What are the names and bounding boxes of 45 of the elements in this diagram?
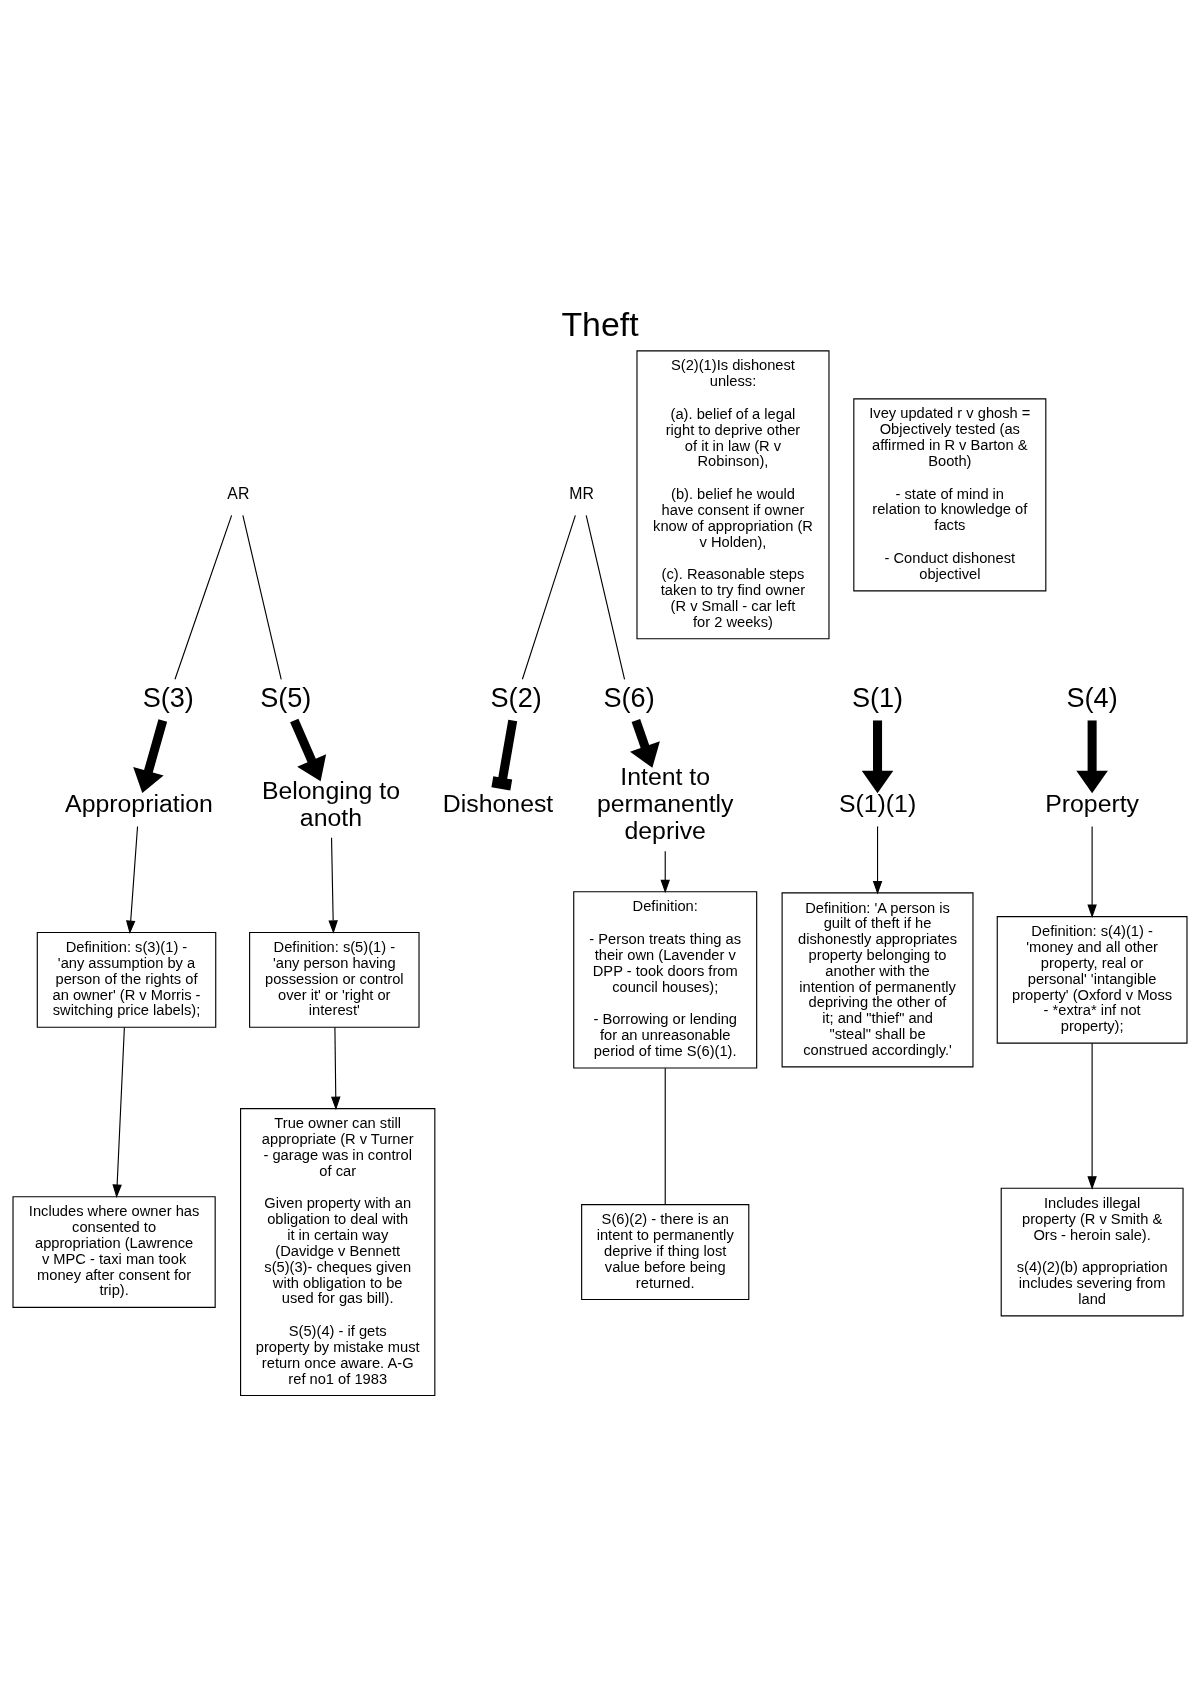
arrow — [1087, 1042, 1097, 1190]
connector — [174, 514, 233, 680]
node-text: Property — [1045, 790, 1140, 818]
arrow — [290, 718, 327, 782]
node-text: Intent to permanently deprive — [596, 763, 734, 845]
arrow — [1087, 825, 1097, 919]
node-text: Appropriation — [65, 790, 213, 818]
diagram-title: Theft — [561, 305, 639, 344]
connector — [521, 514, 576, 680]
node-box: S(6)(2) - there is an intent to permanently deprive if thing lost value before being returned. — [581, 1204, 750, 1301]
node-text: S(4) — [1066, 681, 1118, 713]
node-box: S(2)(1)Is dishonest unless: (a). belief of a legal right to deprive other of it in law (R v Robinson), (b). belief he would have consent if owner know of appropriation (R v Holden), (c). Reasonable steps taken to try find owner (R v Small - car left for 2 weeks) — [636, 350, 830, 640]
arrow — [328, 837, 338, 934]
arrow — [630, 718, 660, 768]
node-text: S(6) — [603, 681, 655, 713]
node-text: S(1)(1) — [838, 790, 917, 818]
arrow — [861, 720, 894, 794]
node-text: S(2) — [490, 681, 542, 713]
arrow — [331, 1026, 341, 1111]
node-text: MR — [569, 484, 594, 502]
node-box: Definition: s(3)(1) - 'any assumption by a person of the rights of an owner' (R v Morris - switching price labels); — [36, 931, 217, 1028]
node-box: True owner can still appropriate (R v Turner - garage was in control of car Given property with an obligation to deal with it in certain way (Davidge v Bennett s(5)(3)- cheques given with obligation to be used for gas bill). S(5)(4) - if gets property by mistake must return once aware. A-G ref no1 of 1983 — [240, 1108, 436, 1397]
node-box: Includes illegal property (R v Smith & Ors - heroin sale). s(4)(2)(b) appropriation includes severing from land — [1000, 1187, 1184, 1317]
node-text: Belonging to anoth — [261, 776, 400, 831]
arrow — [1076, 720, 1108, 794]
node-text: AR — [227, 484, 250, 502]
node-text: S(3) — [142, 681, 194, 713]
node-box: Definition: s(4)(1) - 'money and all other property, real or personal' 'intangible property' (Oxford v Moss - *extra* inf not property); — [996, 916, 1188, 1044]
arrow — [133, 719, 168, 793]
node-box: Definition: 'A person is guilt of theft if he dishonestly appropriates property belonging to another with the intention of permanently depriving the other of it; and "thief" and "steal" shall be construed accordingly.' — [781, 892, 974, 1068]
node-text: S(5) — [260, 681, 312, 713]
arrow — [872, 825, 883, 895]
node-box: Definition: - Person treats thing as their own (Lavender v DPP - took doors from council houses); - Borrowing or lending for an unreasonable period of time S(6)(1). — [573, 891, 758, 1069]
arrow — [660, 850, 670, 894]
node-box: Definition: s(5)(1) - 'any person having possession or control over it' or 'right or interest' — [249, 931, 420, 1028]
connector — [491, 719, 518, 791]
arrow — [126, 825, 139, 935]
connector — [242, 514, 282, 680]
connector — [585, 514, 626, 680]
node-box: Includes where owner has consented to appropriation (Lawrence v MPC - taxi man took money after consent for trip). — [12, 1196, 216, 1308]
node-text: Dishonest — [442, 790, 554, 818]
node-text: S(1) — [851, 681, 904, 713]
connector — [664, 1067, 666, 1205]
arrow — [112, 1026, 125, 1198]
node-box: Ivey updated r v ghosh = Objectively tested (as affirmed in R v Barton & Booth) - state of mind in relation to knowledge of facts - Conduct dishonest objectivel — [853, 398, 1047, 592]
